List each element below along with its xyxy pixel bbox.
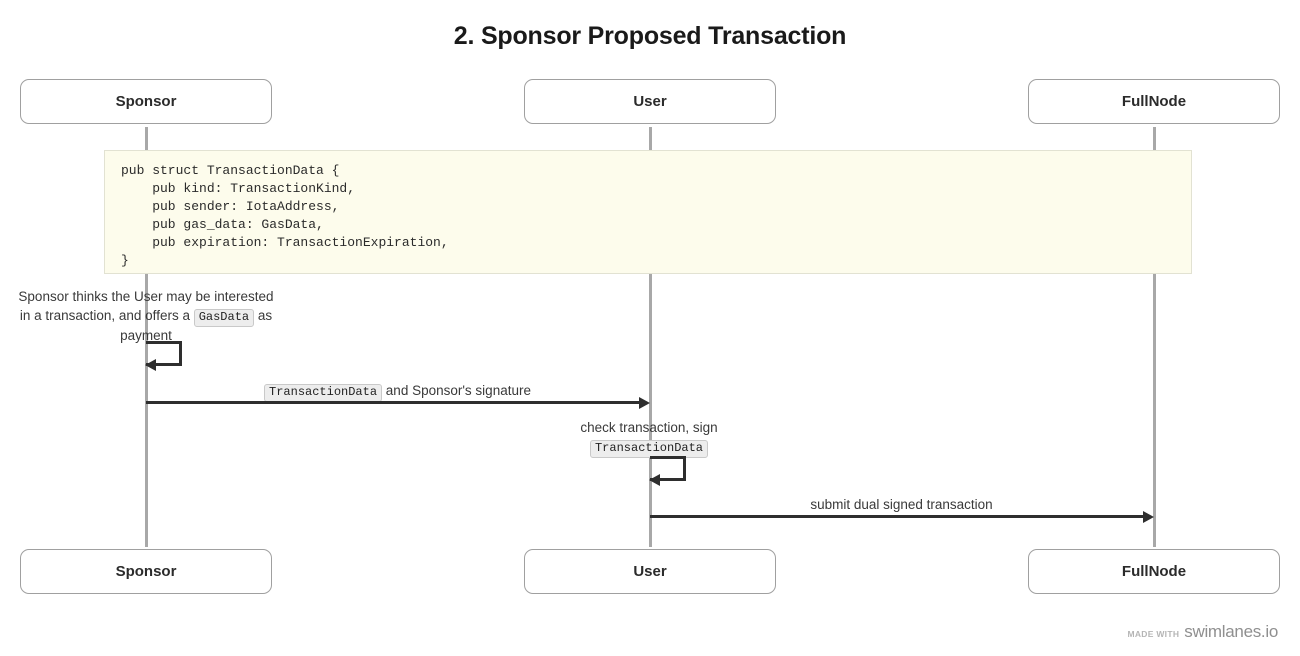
message-label-line-1: check transaction, sign [580,420,718,435]
participant-bottom-fullnode[interactable]: FullNode [1028,549,1280,594]
inline-code-transactiondata: TransactionData [264,384,383,402]
participant-label: User [633,563,667,580]
lifeline-user [649,127,652,547]
self-loop-bottom-segment [650,478,686,481]
watermark-brand-label: swimlanes.io [1184,622,1278,641]
self-message-sponsor-prepare [145,341,182,371]
participant-label: FullNode [1121,93,1187,110]
watermark-made-with-label: Made with [1127,629,1180,639]
participant-label: Sponsor [115,563,177,580]
participant-top-fullnode[interactable]: FullNode [1028,79,1280,124]
page-title: 2. Sponsor Proposed Transaction [453,22,847,50]
arrowhead-left-icon [649,473,660,486]
code-note-transaction-data: pub struct TransactionData { pub kind: T… [104,150,1192,274]
participant-top-sponsor[interactable]: Sponsor [20,79,272,124]
self-message-user-check-sign [649,456,686,486]
self-loop-right-segment [179,341,182,366]
note-line-2-post: as [254,307,273,323]
self-loop-bottom-segment [146,363,182,366]
participant-bottom-sponsor[interactable]: Sponsor [20,549,272,594]
code-note-body: pub struct TransactionData { pub kind: T… [121,163,449,268]
watermark-swimlanes[interactable]: Made with swimlanes.io [1127,622,1278,642]
participant-top-user[interactable]: User [524,79,776,124]
participant-label: FullNode [1121,563,1187,580]
self-loop-top-segment [650,456,686,459]
inline-code-transactiondata-2: TransactionData [589,440,709,458]
participant-bottom-user[interactable]: User [524,549,776,594]
message-label-submit-dual-signed: submit dual signed transaction [650,495,1153,514]
arrowhead-right-icon [1143,510,1154,523]
self-loop-top-segment [146,341,182,344]
message-arrow-user-to-fullnode [650,515,1144,518]
lifeline-sponsor [145,127,148,547]
lifeline-fullnode [1153,127,1156,547]
note-line-1: Sponsor thinks the User may be intereste… [18,289,274,304]
self-loop-right-segment [683,456,686,481]
participant-label: User [633,93,667,110]
message-arrow-sponsor-to-user [146,401,640,404]
message-label-text: submit dual signed transaction [810,497,993,512]
participant-label: Sponsor [115,93,177,110]
message-label-transaction-data-signature: TransactionData and Sponsor's signature [146,381,649,402]
message-label-user-check-sign: check transaction, sign TransactionData [549,418,749,458]
arrowhead-right-icon [639,396,650,409]
note-line-3: payment [120,327,172,343]
message-label-text: and Sponsor's signature [382,383,531,398]
arrowhead-left-icon [145,358,156,371]
inline-code-gasdata: GasData [193,308,255,327]
note-sponsor-intent: Sponsor thinks the User may be intereste… [10,288,282,345]
note-line-2-pre: in a transaction, and offers a [19,307,194,323]
